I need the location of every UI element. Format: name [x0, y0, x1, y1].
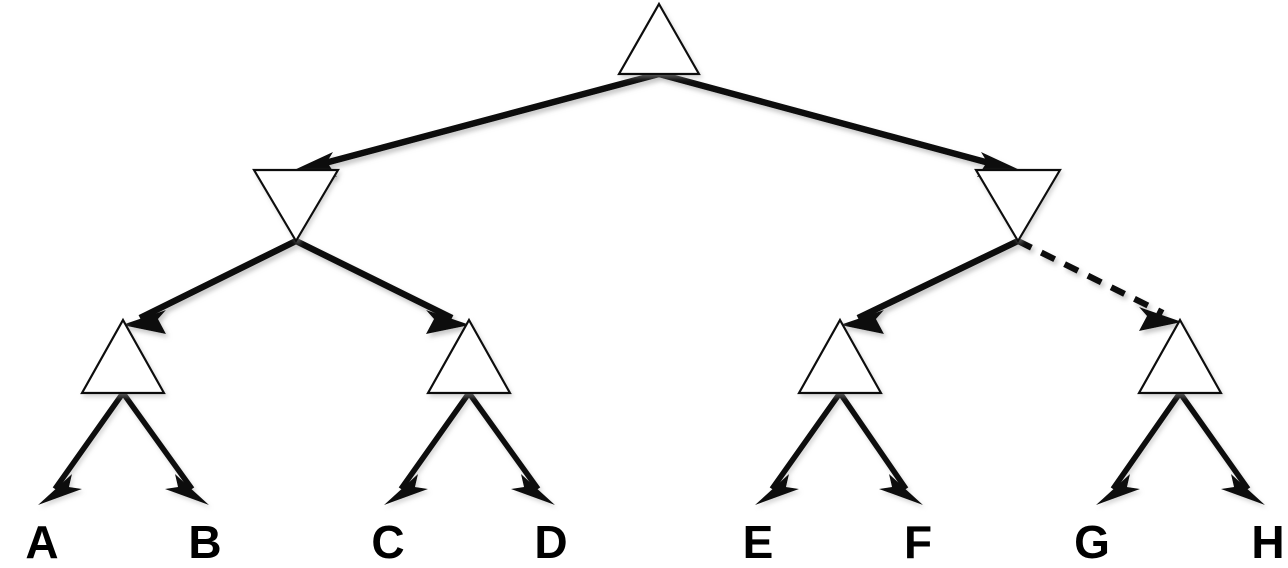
arrowhead-leaf-a [38, 474, 82, 505]
edge-node2-to-leaf-d [466, 391, 541, 491]
arrowhead-leaf-f [879, 474, 923, 505]
level3-node-2[interactable] [426, 317, 512, 395]
edge-root-to-right [658, 70, 1005, 171]
level3-node-3[interactable] [797, 317, 883, 395]
level3-node-4[interactable] [1137, 317, 1223, 395]
leaf-label-group: A B C D E F G H [25, 516, 1284, 568]
leaf-label-e: E [743, 516, 774, 568]
leaf-label-f: F [904, 516, 932, 568]
leaf-label-d: D [534, 516, 567, 568]
arrowhead-left-to-node2 [426, 310, 470, 334]
arrowhead-left-to-node1 [122, 310, 166, 334]
node-group [80, 1, 1223, 395]
leaf-label-g: G [1074, 516, 1110, 568]
arrowhead-leaf-g [1096, 474, 1140, 505]
level2-left-node[interactable] [252, 168, 340, 244]
edge-node1-to-leaf-a [52, 391, 126, 491]
leaf-label-a: A [25, 516, 58, 568]
arrowhead-leaf-d [511, 474, 555, 505]
edge-root-to-left [309, 70, 660, 171]
edge-node4-to-leaf-h [1177, 391, 1251, 491]
level3-node-1[interactable] [80, 317, 166, 395]
root-node[interactable] [617, 1, 701, 76]
edge-left-to-node1 [138, 238, 298, 321]
edge-node3-to-leaf-e [769, 391, 843, 491]
edge-node1-to-leaf-b [120, 391, 195, 491]
edge-group-level2 [122, 238, 1182, 334]
arrowhead-leaf-e [755, 474, 799, 505]
edge-group-leaves [38, 391, 1265, 505]
arrowhead-leaf-c [384, 474, 428, 505]
leaf-label-b: B [188, 516, 221, 568]
level2-right-node[interactable] [974, 168, 1062, 244]
arrowhead-leaf-b [165, 474, 209, 505]
edge-node4-to-leaf-g [1110, 391, 1183, 491]
arrowhead-leaf-h [1221, 474, 1265, 505]
arrowhead-right-to-node4 [1139, 307, 1182, 331]
edge-left-to-node2 [294, 238, 454, 321]
arrowhead-right-to-node3 [840, 310, 884, 334]
leaf-label-h: H [1251, 516, 1284, 568]
edge-right-to-node3 [856, 238, 1020, 321]
edge-node2-to-leaf-c [398, 391, 472, 491]
edge-group-level1 [292, 70, 1022, 177]
leaf-label-c: C [371, 516, 404, 568]
edge-right-to-node4 [1016, 238, 1165, 316]
edge-node3-to-leaf-f [837, 391, 909, 491]
